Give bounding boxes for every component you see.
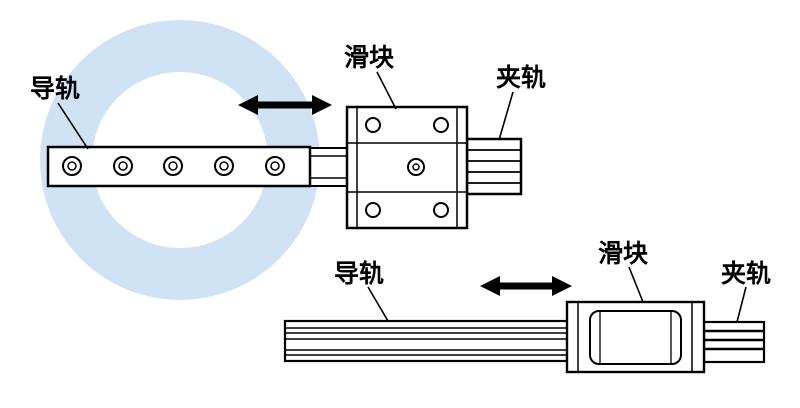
- top-diagram: 导轨 滑块 夹轨: [30, 43, 546, 230]
- rail-hole: [62, 156, 82, 176]
- leader-line: [736, 286, 747, 323]
- leader-line: [367, 286, 389, 322]
- rail-hole: [214, 156, 234, 176]
- leader-line: [628, 266, 644, 303]
- top-clamp-rail: [465, 137, 523, 196]
- leader-line: [498, 91, 514, 141]
- top-slider-block: [345, 105, 469, 230]
- bottom-guide-rail: [283, 319, 575, 363]
- center-hole: [407, 158, 425, 176]
- top-slider-label: 滑块: [344, 43, 394, 72]
- bottom-clamp-rail-label: 夹轨: [721, 259, 771, 288]
- top-guide-rail-label: 导轨: [30, 74, 80, 103]
- motion-arrow-icon: [480, 276, 572, 296]
- bottom-slider-block: [565, 300, 706, 374]
- top-clamp-rail-label: 夹轨: [496, 63, 546, 92]
- bolt-hole: [433, 117, 449, 133]
- bottom-diagram: 导轨 滑块 夹轨: [283, 239, 771, 374]
- motion-arrow-icon: [238, 95, 332, 115]
- top-guide-rail: [46, 145, 312, 188]
- leader-line: [57, 102, 89, 150]
- bottom-clamp-rail: [702, 320, 766, 364]
- rail-hole: [113, 156, 133, 176]
- rail-hole: [163, 156, 183, 176]
- leader-line: [376, 71, 397, 110]
- rail-hole: [265, 156, 285, 176]
- bolt-hole: [365, 117, 381, 133]
- bolt-hole: [433, 202, 449, 218]
- bottom-slider-label: 滑块: [598, 239, 648, 268]
- bottom-guide-rail-label: 导轨: [334, 259, 384, 288]
- bolt-hole: [365, 202, 381, 218]
- center-hole: [412, 163, 420, 171]
